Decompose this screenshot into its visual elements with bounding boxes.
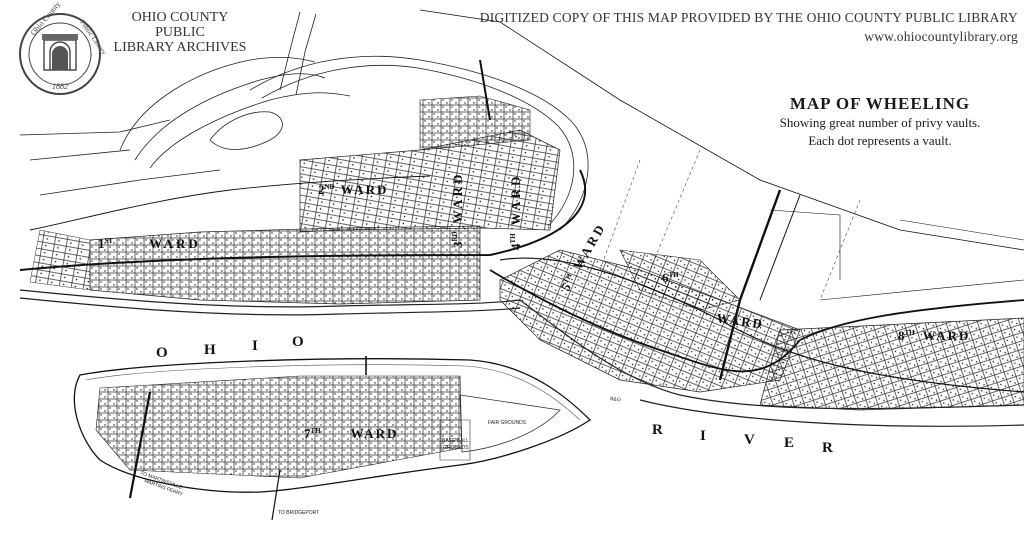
digitized-notice: DIGITIZED COPY OF THIS MAP PROVIDED BY T…	[480, 8, 1018, 46]
bridgeport-label: TO BRIDGEPORT	[278, 510, 319, 516]
rail-label: B&O	[610, 396, 621, 403]
map-subtitle-2: Each dot represents a vault.	[808, 133, 952, 148]
hill-contours	[19, 11, 589, 231]
map-title-block: MAP OF WHEELING Showing great number of …	[740, 94, 1020, 150]
rail-lines	[19, 9, 1024, 393]
wheeling-island	[73, 356, 592, 521]
river-name: O H I O R I V E R	[156, 334, 833, 456]
map-subtitle-1: Showing great number of privy vaults.	[779, 115, 981, 130]
archive-line-2: LIBRARY ARCHIVES	[113, 40, 247, 55]
river-letter: O	[292, 334, 304, 350]
archive-label: OHIO COUNTY PUBLIC LIBRARY ARCHIVES	[110, 10, 250, 55]
ward-3-label: 3RDWARD	[450, 172, 465, 248]
ward-4-label: 4THWARD	[508, 174, 523, 250]
river-letter: E	[784, 435, 794, 451]
street-grid	[29, 95, 1024, 411]
river-letter: H	[204, 342, 216, 358]
archive-line-1: OHIO COUNTY PUBLIC	[131, 10, 229, 40]
base-ball-label-1: BASE BALL	[442, 438, 469, 444]
fair-grounds-label: FAIR GROUNDS	[488, 420, 527, 426]
seal-year: 1882	[52, 82, 68, 91]
digitized-line-1: DIGITIZED COPY OF THIS MAP PROVIDED BY T…	[479, 10, 1018, 25]
map-title: MAP OF WHEELING	[789, 94, 971, 113]
library-seal-logo: Ohio County Public Library 1882	[19, 0, 109, 95]
base-ball-label-2: GROUNDS	[443, 445, 469, 451]
library-url[interactable]: www.ohiocountylibrary.org	[864, 29, 1018, 44]
ward-6-label: 6TH	[662, 270, 679, 285]
river-letter: I	[252, 338, 258, 354]
river-letter: R	[652, 422, 663, 438]
river-letter: O	[156, 345, 168, 361]
river-letter: I	[700, 428, 706, 444]
river-letter: V	[744, 432, 755, 448]
river-letter: R	[822, 440, 833, 456]
ward-6-word: WARD	[716, 310, 765, 331]
